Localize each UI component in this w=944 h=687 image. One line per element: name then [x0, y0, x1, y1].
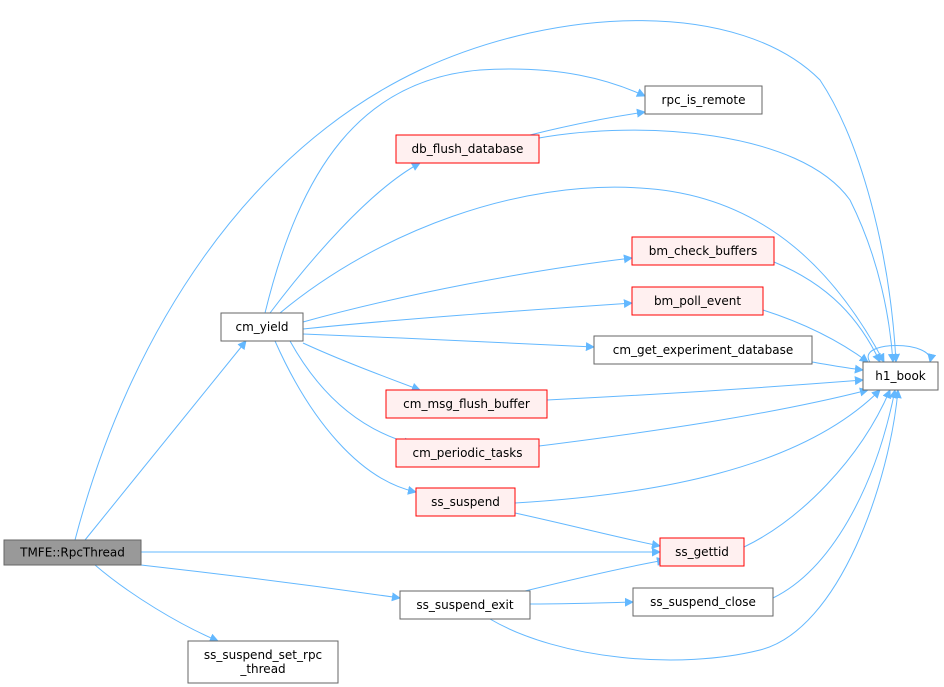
- node-box: [632, 587, 774, 617]
- node-box: [593, 335, 813, 365]
- node-label: ss_gettid: [675, 545, 729, 559]
- edge-bm-poll-event-to-h1-book: [762, 309, 869, 363]
- node-ss-gettid[interactable]: ss_gettid: [659, 537, 745, 567]
- node-ss-suspend-exit[interactable]: ss_suspend_exit: [399, 590, 531, 620]
- edge-cm-yield-to-cm-msg-flush-buffer: [302, 342, 421, 392]
- node-label: cm_get_experiment_database: [613, 343, 794, 357]
- node-ss-suspend-set-rpc-thread[interactable]: ss_suspend_set_rpc_thread: [187, 640, 339, 684]
- node-box: [862, 361, 939, 391]
- node-bm-check-buffers[interactable]: bm_check_buffers: [631, 236, 775, 266]
- edge-cm-periodic-tasks-to-h1-book: [538, 387, 869, 447]
- node-box: [631, 236, 775, 266]
- node-box: [659, 537, 745, 567]
- edge-ss-suspend-exit-to-h1-book: [489, 389, 902, 661]
- edge-cm-yield-to-h1-book: [279, 186, 885, 363]
- edge-rpcthread-to-cm-yield: [84, 340, 247, 541]
- nodes-layer: TMFE::RpcThread cm_yield rpc_is_remotedb_f…: [3, 85, 939, 684]
- node-box: [399, 590, 531, 620]
- edge-cm-yield-to-bm-poll-event: [302, 299, 633, 330]
- node-label: ss_suspend_set_rpc: [204, 648, 322, 662]
- node-label: cm_msg_flush_buffer: [403, 397, 530, 411]
- edge-cm-yield-to-cm-get-experiment-database: [302, 333, 595, 352]
- edges-layer: [74, 20, 937, 661]
- edge-rpcthread-to-ss-suspend-set-rpc-thread: [94, 564, 219, 643]
- node-cm-get-experiment-database[interactable]: cm_get_experiment_database: [593, 335, 813, 365]
- node-box: [187, 640, 339, 684]
- edge-cm-msg-flush-buffer-to-h1-book: [546, 376, 864, 401]
- edge-cm-yield-to-cm-periodic-tasks: [289, 340, 413, 447]
- node-rpc-is-remote[interactable]: rpc_is_remote: [644, 85, 763, 115]
- node-label: rpc_is_remote: [662, 93, 746, 107]
- node-h1-book[interactable]: h1_book: [862, 361, 939, 391]
- node-box: [415, 487, 516, 517]
- edge-db-flush-database-to-rpc-is-remote: [529, 108, 646, 136]
- edge-rpcthread-to-ss-suspend-exit: [140, 564, 401, 602]
- edge-ss-suspend-exit-to-ss-suspend-close: [529, 597, 634, 607]
- edge-cm-yield-to-db-flush-database: [269, 162, 421, 314]
- edge-bm-check-buffers-to-h1-book: [773, 261, 881, 363]
- edge-ss-suspend-to-h1-book: [514, 389, 881, 504]
- node-label: h1_book: [875, 369, 926, 383]
- edge-h1-book-to-h1-book: [867, 345, 937, 363]
- node-cm-periodic-tasks[interactable]: cm_periodic_tasks: [395, 438, 540, 468]
- node-cm-msg-flush-buffer[interactable]: cm_msg_flush_buffer: [385, 389, 548, 419]
- node-label: TMFE::RpcThread: [19, 546, 125, 560]
- node-label: cm_periodic_tasks: [413, 446, 523, 460]
- node-label: cm_yield: [235, 320, 288, 334]
- node-box: [385, 389, 548, 419]
- node-db-flush-database[interactable]: db_flush_database: [395, 134, 540, 164]
- node-cm-yield[interactable]: cm_yield: [220, 312, 304, 342]
- node-label: bm_poll_event: [654, 294, 741, 308]
- node-label: ss_suspend_exit: [416, 598, 513, 612]
- edge-ss-suspend-close-to-h1-book: [772, 389, 898, 599]
- node-box: [3, 539, 142, 566]
- node-label: _thread: [239, 662, 285, 676]
- edge-db-flush-database-to-h1-book: [538, 129, 897, 363]
- edge-cm-yield-to-bm-check-buffers: [302, 254, 633, 323]
- node-ss-suspend[interactable]: ss_suspend: [415, 487, 516, 517]
- edge-ss-gettid-to-h1-book: [743, 389, 891, 548]
- node-box: [631, 286, 764, 316]
- edge-cm-yield-to-rpc-is-remote: [264, 68, 646, 314]
- edge-rpcthread-to-h1-book: [74, 20, 901, 541]
- node-bm-poll-event[interactable]: bm_poll_event: [631, 286, 764, 316]
- node-box: [644, 85, 763, 115]
- edge-ss-suspend-to-ss-gettid: [514, 512, 661, 549]
- node-box: [395, 134, 540, 164]
- node-label: ss_suspend_close: [650, 595, 756, 609]
- node-box: [395, 438, 540, 468]
- node-ss-suspend-close[interactable]: ss_suspend_close: [632, 587, 774, 617]
- node-label: ss_suspend: [431, 495, 500, 509]
- node-box: [220, 312, 304, 342]
- edge-cm-get-experiment-database-to-h1-book: [811, 361, 864, 374]
- node-label: db_flush_database: [412, 142, 524, 156]
- edge-cm-yield-to-ss-suspend: [274, 340, 417, 495]
- node-rpcthread[interactable]: TMFE::RpcThread: [3, 539, 142, 566]
- node-label: bm_check_buffers: [649, 244, 758, 258]
- edge-ss-suspend-exit-to-ss-gettid: [524, 556, 666, 592]
